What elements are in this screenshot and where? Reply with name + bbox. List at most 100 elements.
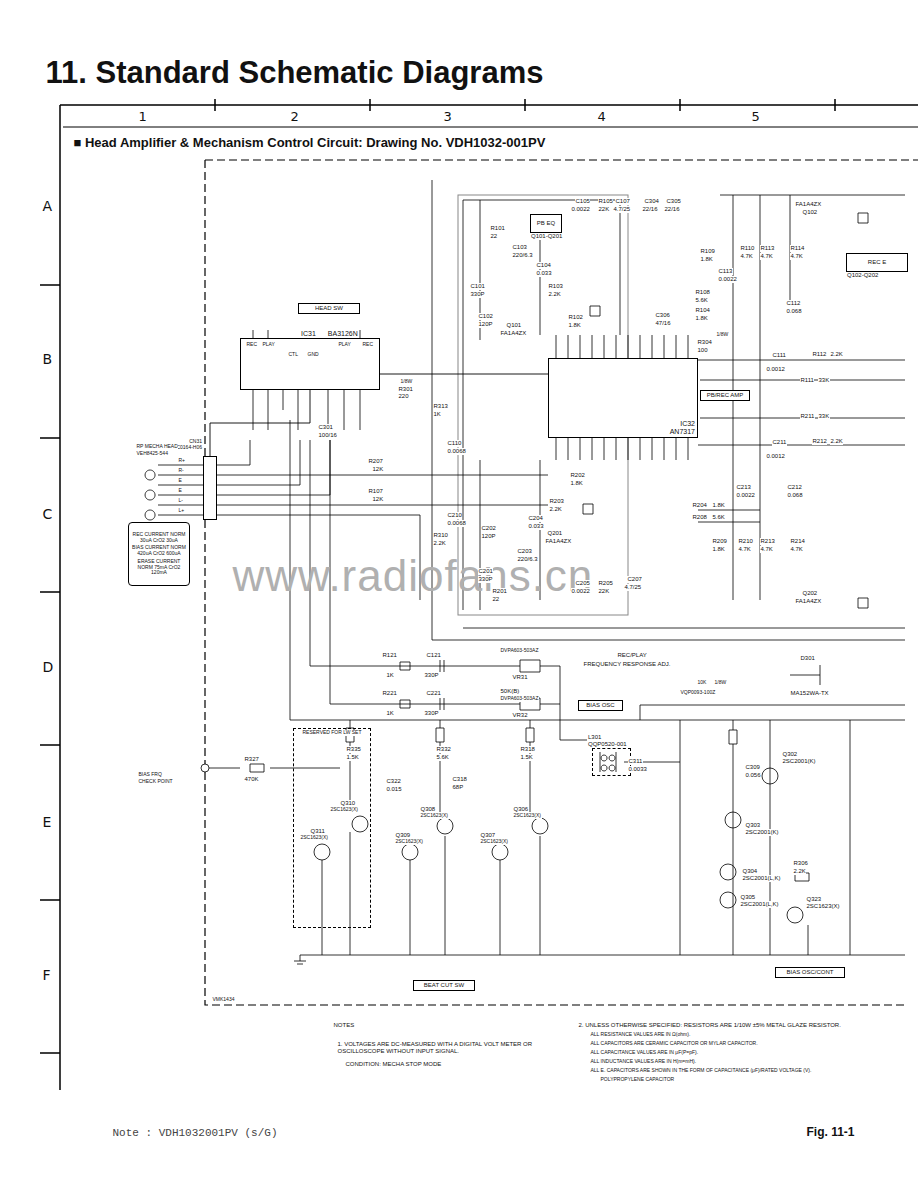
component-label: CONDITION: MECHA STOP MODE [345,1061,442,1068]
component-label: 0.068 [787,492,803,499]
grid-reference: 3 [443,110,452,124]
component-label: 2SC1623(X) [513,813,542,819]
block-label-box: REC EQ102-Q202 [846,253,908,272]
component-label: R327 [244,756,259,763]
component-label: C121 [426,652,441,659]
component-label: BIAS FRQ [138,772,162,778]
component-label: FA1A4ZX [545,538,572,545]
block-label-box: BIAS OSC [578,700,623,711]
component-label: C309 [745,764,760,771]
node-text: BEAT CUT SW [424,982,464,989]
component-label: 1.8K [570,480,583,487]
component-label: 330P [424,710,439,717]
node-subtitle: Q101-Q201 [531,233,562,240]
component-label: R213 [760,538,775,545]
component-label: D301 [800,655,815,662]
component-label: 2SC1623(X) [330,807,359,813]
spec-box: REC CURRENT NORM 30uA CrO2 30uABIAS CURR… [128,522,190,586]
component-label: 470K [244,776,259,783]
component-label: 0.0068 [447,448,466,455]
component-label: 1.8K [712,502,725,509]
component-label: 2.2K [549,506,562,513]
node-heading: L301QQP0520-001 [587,734,628,748]
component-label: R209 [712,538,727,545]
component-label: 2.2K [793,868,806,875]
component-label: R301 [398,386,413,393]
component-label: R202 [570,472,585,479]
grid-reference: B [42,352,53,367]
component-label: R+ [178,458,186,464]
component-label: C306 [655,312,670,319]
grid-reference: F [42,968,51,983]
watermark: www.radiofans.cn [232,552,594,600]
component-label: 22 [490,233,498,240]
component-label: 0.0068 [447,520,466,527]
component-label: 220/6.3 [517,556,538,563]
component-label: R112 [812,351,827,358]
component-label: Q310 [340,800,356,807]
component-label: C221 [426,690,441,697]
component-label: C105 [575,198,590,205]
component-label: 1/8W [716,332,729,338]
component-label: 4.7K [740,253,753,260]
component-label: 0.0022 [571,206,590,213]
component-label: C322 [386,778,401,785]
component-label: 4.7K [738,546,751,553]
component-label: C207 [627,576,642,583]
component-label: 2SC2001(L,K) [742,875,781,882]
component-label: C101 [470,283,485,290]
osc-wires [209,720,905,955]
component-label: VQP0093-100Z [680,690,716,696]
component-label: 2SC1623(X) [395,839,424,845]
component-label: DVPA603-503AZ [500,648,539,654]
component-label: 1. VOLTAGES ARE DC-MEASURED WITH A DIGIT… [337,1041,553,1054]
component-label: Q101 [506,322,522,329]
component-label: 2. UNLESS OTHERWISE SPECIFIED: RESISTORS… [578,1022,909,1029]
component-label: 50K(B) [500,688,520,695]
node-text: BIAS CURRENT NORM 420uA CrO2 600uA [131,545,187,557]
component-label: Q307 [480,832,496,839]
transistor-symbol [762,768,778,784]
component-label: 330P [424,672,439,679]
component-label: Q323 [806,896,822,903]
block-label-box: BEAT CUT SW [413,980,475,991]
component-label: VEH8425-544 [136,451,168,457]
component-label: PLAY [262,342,275,348]
grid-reference: 1 [138,110,147,124]
component-label: REC [246,342,258,348]
component-label: C202 [481,525,496,532]
component-label: 100/16 [318,432,337,439]
component-label: C102 [478,313,493,320]
ic-box: IC31BA3126N [240,338,380,390]
component-label: C203 [517,548,532,555]
grid-frame [40,99,918,1090]
grid-reference: A [42,199,53,214]
block-label-box: BIAS OSC/CONT [775,967,845,978]
component-label: R304 [697,339,712,346]
transformer-coil [600,752,616,772]
component-label: E [178,478,182,484]
component-label: 0.033 [528,523,544,530]
node-text: IC31 [301,330,316,338]
component-label: MA152WA-TX [790,690,829,697]
component-label: 4.7K [760,546,773,553]
component-label: 4.7K [790,546,803,553]
component-label: 1K [433,411,441,418]
component-label: 2SC1623(X) [300,835,329,841]
component-label: 2SC2001(L,K) [740,901,779,908]
component-label: 22 [492,596,500,603]
component-label: C210 [447,512,462,519]
node-text: L301 [587,734,602,741]
node-text: ERASE CURRENT NORM 75mA CrO2 120mA [131,559,187,576]
component-label: R306 [793,860,808,867]
component-label: 0.0033 [628,766,647,773]
component-label: C112 [786,300,801,307]
component-label: R201 [492,588,507,595]
component-label: 22K [598,588,610,595]
node-text: PB EQ [537,220,555,227]
component-label: R310 [433,532,448,539]
component-label: 1.8K [712,546,725,553]
component-label: FA1A4ZX [500,330,527,337]
component-label: R207 [368,458,383,465]
transistor-symbol [437,818,453,834]
